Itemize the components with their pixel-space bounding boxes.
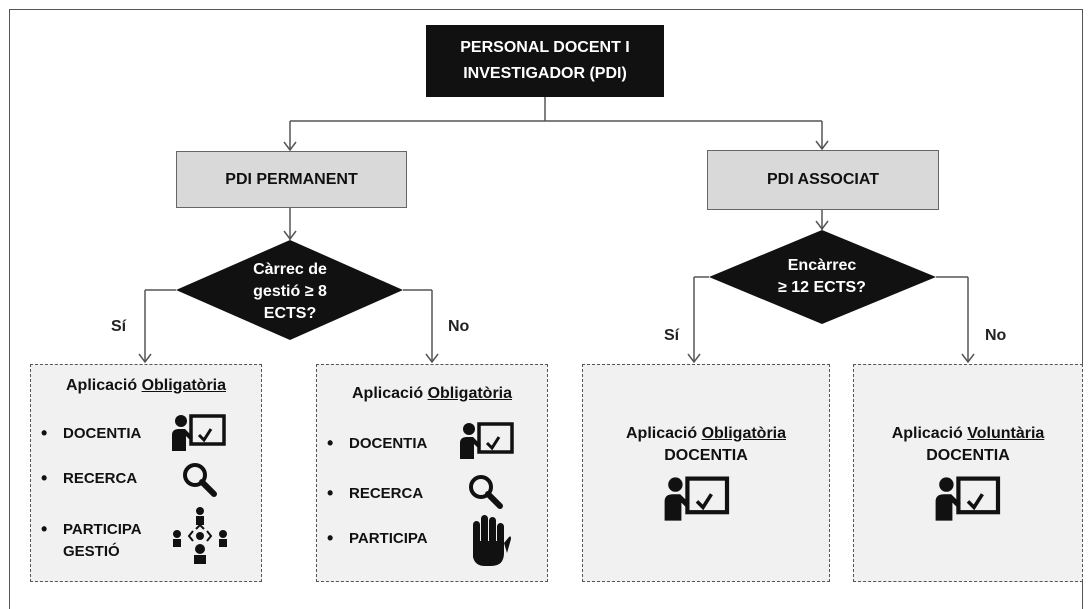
diagram-frame [9, 9, 1083, 609]
decision-text-permanent: Càrrec de gestió ≥ 8 ECTS? [226, 259, 354, 325]
title-prefix: Aplicació [891, 425, 968, 442]
item-participa: PARTICIPA [349, 530, 428, 547]
decision-permanent-line-2: gestió ≥ 8 [253, 283, 327, 300]
edge-label-permanent-no: No [448, 318, 470, 335]
outcome-title: Aplicació Voluntària [854, 423, 1082, 445]
teacher-board-icon [935, 476, 1001, 521]
decision-associat-line-1: Encàrrec [787, 257, 857, 274]
decision-permanent-line-1: Càrrec de [253, 261, 327, 278]
item-participa: PARTICIPA [63, 521, 142, 538]
teacher-board-icon [172, 414, 226, 451]
pdi-associat-label: PDI ASSOCIAT [766, 171, 879, 188]
bullet: • [41, 468, 48, 488]
title-emphasis: Obligatòria [427, 385, 513, 402]
outcome-subtitle: DOCENTIA [926, 447, 1010, 464]
title-prefix: Aplicació [65, 377, 142, 394]
title-emphasis: Obligatòria [701, 425, 787, 442]
decision-permanent-line-3: ECTS? [263, 305, 317, 322]
root-line-1: PERSONAL DOCENT I [460, 39, 630, 56]
bullet: • [327, 433, 334, 453]
outcome-box-associat-no: Aplicació Voluntària DOCENTIA [853, 364, 1083, 582]
item-gestio: GESTIÓ [63, 543, 120, 560]
teacher-board-icon [664, 476, 730, 521]
list-item: • RECERCA [41, 468, 137, 489]
bullet: • [327, 483, 334, 503]
connector-lines [138, 97, 975, 364]
root-node: PERSONAL DOCENT I INVESTIGADOR (PDI) [426, 25, 664, 97]
pdi-permanent-label: PDI PERMANENT [225, 170, 358, 188]
outcome-title: Aplicació Obligatòria [317, 385, 547, 403]
outcome-box-associat-yes: Aplicació Obligatòria DOCENTIA [582, 364, 830, 582]
bullet: • [327, 528, 334, 548]
decision-diamond-permanent [176, 240, 403, 340]
edge-label-associat-no: No [985, 327, 1007, 344]
title-emphasis: Voluntària [967, 425, 1045, 442]
decision-text-associat: Encàrrec ≥ 12 ECTS? [762, 255, 882, 299]
outcome-subtitle: DOCENTIA [664, 447, 748, 464]
decision-diamond-associat [709, 230, 936, 324]
title-prefix: Aplicació [351, 385, 428, 402]
list-item: • DOCENTIA [41, 423, 141, 444]
title-emphasis: Obligatòria [141, 377, 227, 394]
item-docentia: DOCENTIA [349, 435, 428, 452]
item-docentia: DOCENTIA [63, 425, 142, 442]
edge-label-associat-yes: Sí [664, 327, 680, 344]
item-recerca: RECERCA [349, 485, 424, 502]
list-item: • RECERCA [327, 483, 423, 504]
list-item: • PARTICIPA GESTIÓ [41, 519, 142, 563]
magnifier-icon [469, 475, 503, 509]
hand-stop-icon [473, 515, 511, 566]
bullet: • [41, 423, 48, 443]
outcome-title: Aplicació Obligatòria [31, 377, 261, 395]
pdi-permanent-node: PDI PERMANENT [176, 151, 407, 208]
outcome-title: Aplicació Obligatòria [583, 423, 829, 445]
decision-associat-line-2: ≥ 12 ECTS? [778, 279, 866, 296]
magnifier-icon [183, 463, 217, 497]
list-item: • PARTICIPA [327, 528, 428, 549]
root-line-2: INVESTIGADOR (PDI) [463, 65, 627, 82]
edge-label-permanent-yes: Sí [111, 318, 127, 335]
pdi-associat-node: PDI ASSOCIAT [707, 150, 939, 210]
item-recerca: RECERCA [63, 470, 138, 487]
title-prefix: Aplicació [625, 425, 702, 442]
meeting-people-icon [173, 507, 227, 564]
list-item: • DOCENTIA [327, 433, 427, 454]
bullet: • [41, 519, 48, 539]
outcome-box-permanent-no: Aplicació Obligatòria • DOCENTIA • RECER… [316, 364, 548, 582]
outcome-box-permanent-yes: Aplicació Obligatòria • DOCENTIA • RECER… [30, 364, 262, 582]
item-participa-gestio: PARTICIPA GESTIÓ [63, 519, 142, 563]
teacher-board-icon [460, 422, 514, 459]
